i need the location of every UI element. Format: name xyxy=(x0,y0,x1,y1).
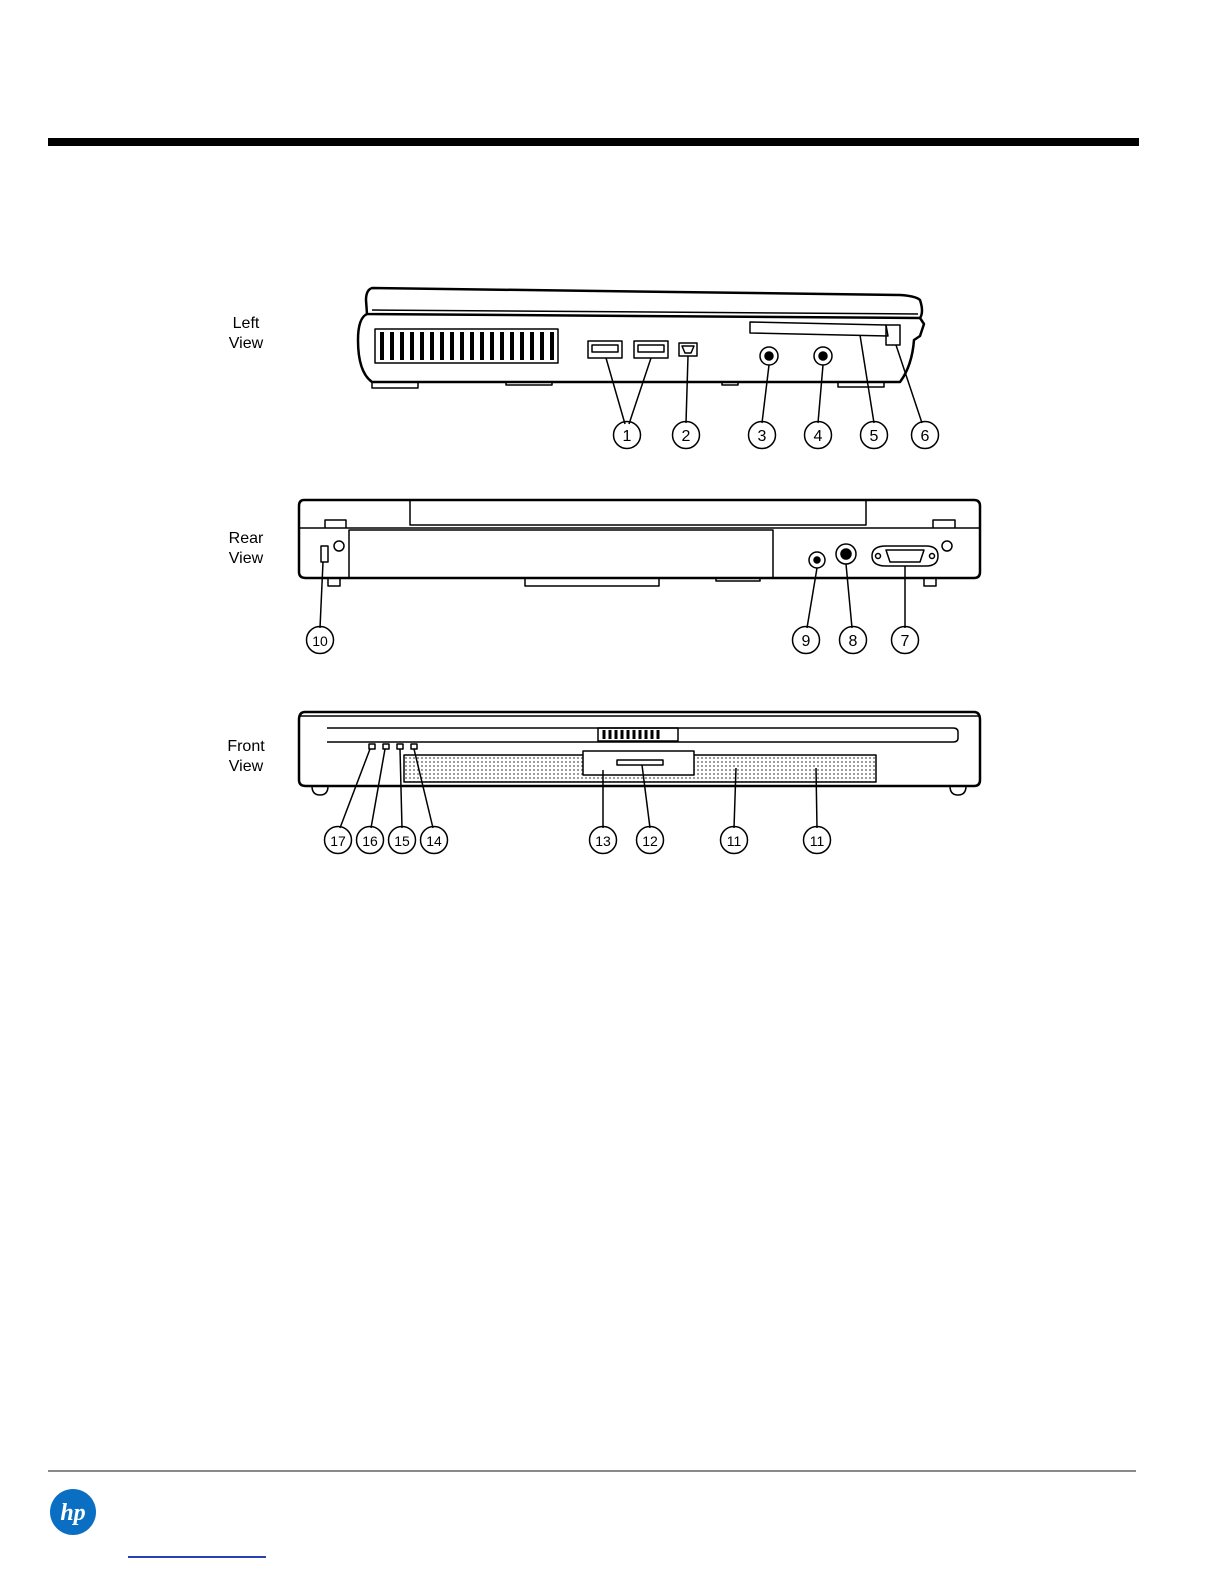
callout-label-5: 5 xyxy=(870,428,879,445)
hp-logo-icon: hp xyxy=(50,1489,96,1535)
svg-text:hp: hp xyxy=(60,1500,85,1526)
callout-label-2: 2 xyxy=(682,428,691,445)
callout-label-17: 17 xyxy=(330,833,346,849)
callout-label-9: 9 xyxy=(802,633,811,650)
callout-label-1: 1 xyxy=(623,428,632,445)
rear-view-drawing xyxy=(299,500,980,586)
callout-label-12: 12 xyxy=(642,833,658,849)
callout-label-11: 11 xyxy=(727,833,742,849)
callout-label-8: 8 xyxy=(849,633,858,650)
footer-rule xyxy=(48,1470,1136,1472)
callout-label-16: 16 xyxy=(362,833,378,849)
callout-label-15: 15 xyxy=(394,833,410,849)
callout-label-14: 14 xyxy=(426,833,442,849)
rear-view-callouts xyxy=(307,627,919,654)
callout-label-6: 6 xyxy=(921,428,930,445)
callout-label-13: 13 xyxy=(595,833,611,849)
callout-label-3: 3 xyxy=(758,428,767,445)
left-view-drawing xyxy=(358,288,924,388)
footer-link[interactable] xyxy=(128,1556,266,1558)
callout-label-10: 10 xyxy=(312,633,328,649)
callout-label-4: 4 xyxy=(814,428,823,445)
callout-label-11b: 11 xyxy=(810,833,825,849)
callout-label-7: 7 xyxy=(901,633,910,650)
left-view-callouts xyxy=(614,422,939,449)
